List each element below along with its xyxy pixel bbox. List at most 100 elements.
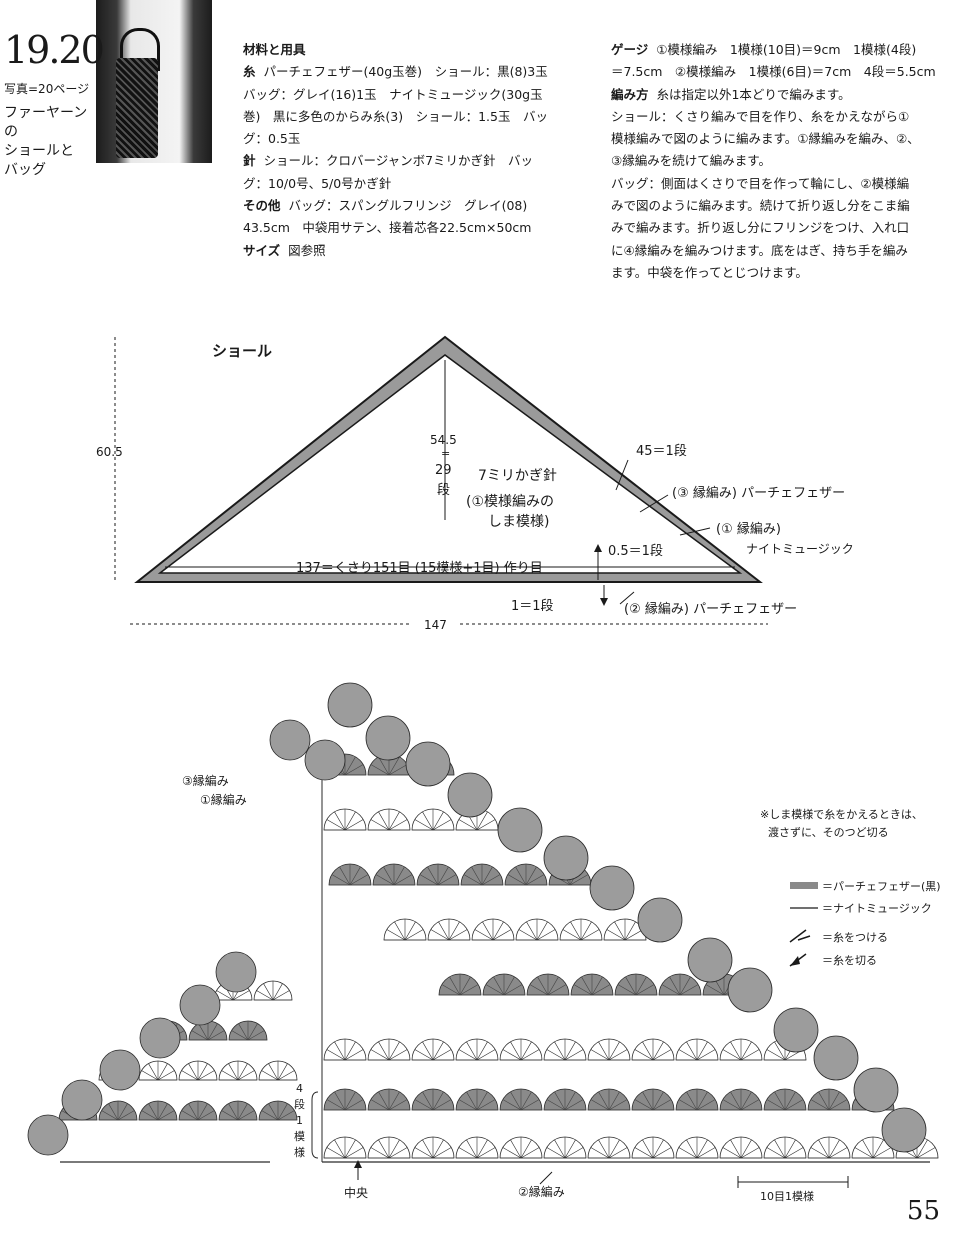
dc-stitch — [510, 1091, 522, 1111]
materials-text: 図参照 — [288, 242, 326, 258]
dc-stitch — [466, 1041, 478, 1061]
dc-stitch — [476, 1049, 496, 1061]
dc-stitch — [277, 1110, 295, 1121]
dc-stitch — [334, 811, 346, 831]
dc-stitch — [326, 819, 346, 831]
dc-stitch — [432, 1147, 452, 1159]
dc-stitch — [449, 976, 461, 996]
dc-stitch — [157, 1063, 168, 1081]
dc-stitch — [394, 921, 406, 941]
dc-stitch — [476, 1041, 488, 1061]
dc-stitch — [580, 921, 592, 941]
dc-stitch — [502, 1147, 522, 1159]
dc-stitch — [432, 1139, 444, 1159]
cut-yarn-arrow-icon — [790, 956, 800, 966]
dc-stitch — [916, 1147, 936, 1159]
dc-stitch — [326, 1147, 346, 1159]
dc-stitch — [696, 1099, 716, 1111]
dc-stitch — [510, 1139, 522, 1159]
dc-stitch — [228, 1063, 239, 1081]
rows-per-repeat-label: 段 — [294, 1097, 305, 1111]
dc-stitch — [474, 929, 494, 941]
dc-stitch — [740, 1147, 760, 1159]
instructions-line: ます。中袋を作ってとじつけます。 — [611, 262, 936, 284]
dc-stitch — [383, 866, 395, 886]
dc-stitch — [810, 1099, 830, 1111]
dc-stitch — [828, 1099, 848, 1111]
dc-stitch — [536, 921, 548, 941]
dc-stitch — [625, 976, 637, 996]
dc-stitch — [388, 1041, 400, 1061]
dc-stitch — [459, 984, 479, 996]
dc-stitch — [740, 1139, 752, 1159]
materials-heading: 針 — [243, 153, 256, 169]
dc-stitch — [339, 866, 351, 886]
dc-stitch — [606, 929, 626, 941]
instructions-text: ＝7.5cm ②模様編み 1模様(6目)＝7cm 4段＝5.5cm — [611, 64, 936, 80]
dc-stitch — [221, 1070, 239, 1081]
materials-line: 材料と用具 — [243, 39, 548, 61]
dc-stitch — [481, 866, 493, 886]
dc-stitch — [414, 1099, 434, 1111]
edge-1-label: 1＝1段 — [511, 599, 554, 614]
dc-stitch — [117, 1110, 135, 1121]
dc-stitch — [598, 1091, 610, 1111]
dc-stitch — [526, 921, 538, 941]
dc-stitch — [197, 1103, 208, 1121]
edging-scallop — [497, 807, 543, 853]
dc-stitch — [228, 1103, 239, 1121]
dc-stitch — [686, 1139, 698, 1159]
edging3-pointer — [639, 494, 669, 513]
dc-stitch — [344, 1139, 356, 1159]
dc-stitch — [492, 921, 504, 941]
dc-stitch — [370, 819, 390, 831]
dc-stitch — [554, 1091, 566, 1111]
dc-stitch — [414, 1049, 434, 1061]
dc-stitch — [458, 1099, 478, 1111]
dc-stitch — [414, 819, 434, 831]
edging-scallop — [139, 1017, 181, 1059]
materials-line: グ：10/0号、5/0号かぎ針 — [243, 173, 548, 195]
dc-stitch — [854, 1147, 874, 1159]
dc-stitch — [157, 1103, 168, 1121]
dc-stitch — [388, 1049, 408, 1061]
dc-stitch — [661, 984, 681, 996]
edging1-pointer — [679, 527, 711, 536]
dc-stitch — [730, 1041, 742, 1061]
dc-stitch — [261, 1110, 279, 1121]
dc-stitch — [476, 811, 488, 831]
edging-scallop — [589, 865, 635, 911]
instructions-text: ①模様編み 1模様(10目)＝9cm 1模様(4段) — [656, 42, 917, 57]
dc-stitch — [722, 1049, 742, 1061]
edging-scallop — [269, 719, 311, 761]
dc-stitch — [569, 874, 589, 886]
edging3-label: (③ 縁編み) パーチェフェザー — [672, 485, 845, 501]
edge-45-label: 45＝1段 — [636, 444, 687, 459]
dc-stitch — [862, 1139, 874, 1159]
edge45-pointer — [615, 459, 629, 491]
dc-stitch — [326, 1049, 346, 1061]
materials-heading: 材料と用具 — [243, 42, 306, 57]
dc-stitch — [784, 1139, 796, 1159]
materials-line: 糸 パーチェフェザー(40g玉巻) ショール：黒(8)3玉 — [243, 61, 548, 83]
dc-stitch — [652, 1091, 664, 1111]
dc-stitch — [388, 1147, 408, 1159]
legend-label: ＝パーチェフェザー(黒) — [822, 880, 941, 893]
dc-stitch — [520, 1099, 540, 1111]
dc-stitch — [730, 1139, 742, 1159]
dc-stitch — [432, 1099, 452, 1111]
materials-line: グ：0.5玉 — [243, 128, 548, 150]
dc-stitch — [652, 1139, 664, 1159]
dc-stitch — [554, 1041, 566, 1061]
arrow-head-icon — [354, 1160, 362, 1168]
dc-stitch — [634, 1147, 654, 1159]
dc-stitch — [642, 1139, 654, 1159]
dc-stitch — [828, 1091, 840, 1111]
dc-stitch — [608, 1099, 628, 1111]
dc-stitch — [546, 1147, 566, 1159]
dc-stitch — [101, 1110, 119, 1121]
dc-stitch — [463, 874, 483, 886]
join-yarn-icon — [789, 929, 811, 943]
instructions-heading: 編み方 — [611, 86, 649, 102]
dc-stitch — [458, 1147, 478, 1159]
